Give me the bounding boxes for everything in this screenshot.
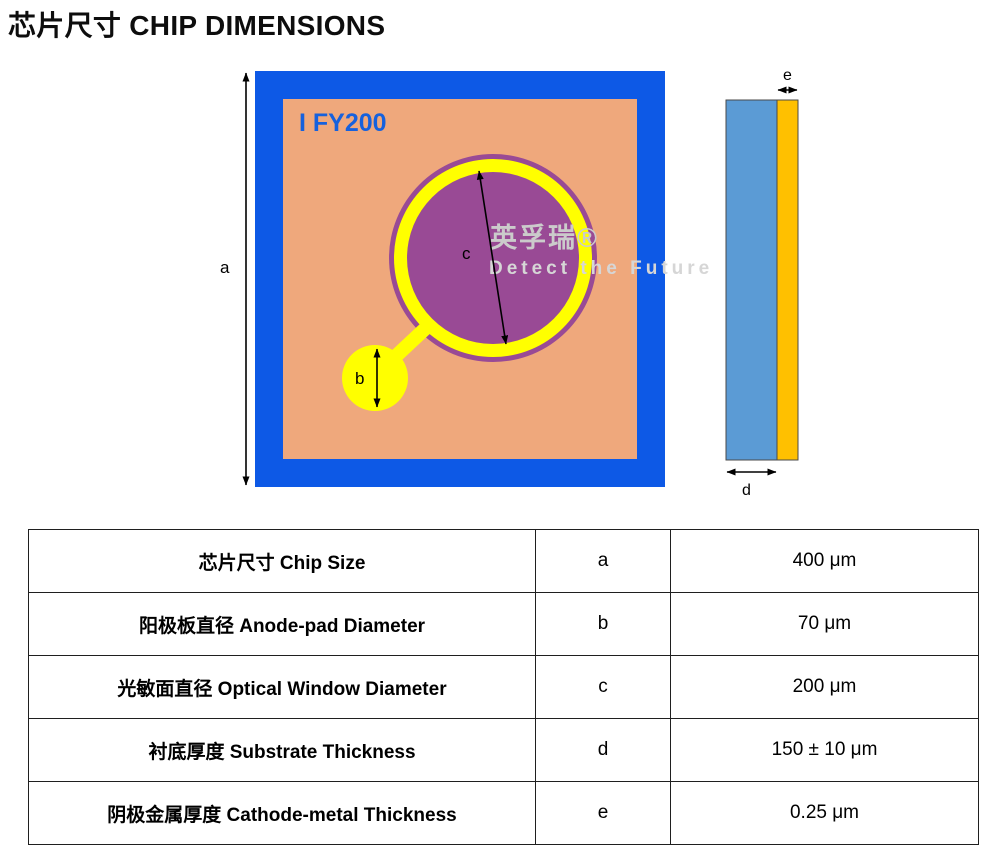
row-value: 400 μm [670, 529, 979, 593]
anode-pad [342, 345, 408, 411]
row-symbol: b [535, 592, 671, 656]
page-title: 芯片尺寸 CHIP DIMENSIONS [8, 10, 386, 41]
row-value: 0.25 μm [670, 781, 979, 845]
row-value: 70 μm [670, 592, 979, 656]
table-row: 阴极金属厚度 Cathode-metal Thickness e 0.25 μm [28, 781, 979, 845]
row-value: 200 μm [670, 655, 979, 719]
row-symbol: d [535, 718, 671, 782]
row-name: 阳极板直径 Anode-pad Diameter [28, 592, 536, 656]
table-row: 芯片尺寸 Chip Size a 400 μm [28, 529, 979, 593]
row-name: 衬底厚度 Substrate Thickness [28, 718, 536, 782]
watermark-brand: 英孚瑞® [490, 222, 599, 253]
cathode-metal-side-view [776, 99, 799, 461]
anode-connector [391, 320, 433, 362]
row-name: 阴极金属厚度 Cathode-metal Thickness [28, 781, 536, 845]
row-symbol: a [535, 529, 671, 593]
dim-c-label: c [462, 244, 471, 263]
dim-d-label: d [742, 482, 751, 499]
row-name: 光敏面直径 Optical Window Diameter [28, 655, 536, 719]
chip-part-number: I FY200 [299, 109, 387, 137]
substrate-side-view [725, 99, 778, 461]
dim-b-label: b [355, 369, 364, 388]
table-row: 光敏面直径 Optical Window Diameter c 200 μm [28, 655, 979, 719]
row-value: 150 ± 10 μm [670, 718, 979, 782]
chip-diagram: I FY200 英孚瑞® Detect the Future a b c e d [220, 67, 799, 499]
dimensions-table: 芯片尺寸 Chip Size a 400 μm 阳极板直径 Anode-pad … [28, 529, 979, 845]
dim-a-label: a [220, 258, 230, 277]
row-symbol: c [535, 655, 671, 719]
dim-e-label: e [783, 67, 792, 84]
row-name: 芯片尺寸 Chip Size [28, 529, 536, 593]
dim-c-arrow [476, 170, 509, 345]
row-symbol: e [535, 781, 671, 845]
table-row: 衬底厚度 Substrate Thickness d 150 ± 10 μm [28, 718, 979, 782]
table-row: 阳极板直径 Anode-pad Diameter b 70 μm [28, 592, 979, 656]
watermark-slogan: Detect the Future [489, 258, 713, 279]
